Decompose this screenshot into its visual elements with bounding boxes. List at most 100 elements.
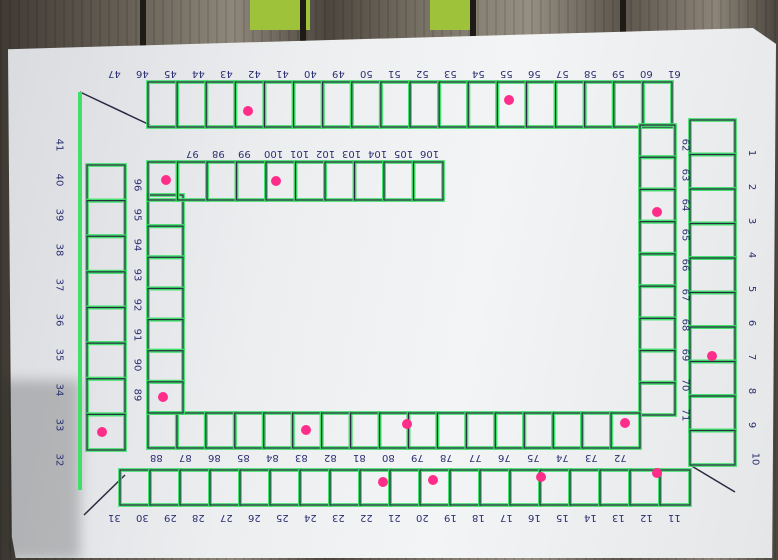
bottom-inner-cell-line bbox=[524, 413, 553, 448]
left-inner-number: 96 bbox=[131, 179, 141, 192]
right-inner-number: 65 bbox=[679, 229, 689, 242]
bottom-outer-cell-line bbox=[240, 470, 270, 505]
bottom-outer-number: 19 bbox=[444, 512, 457, 522]
right-outer-cell-line bbox=[690, 155, 735, 190]
left-outer-cell-marker bbox=[87, 379, 125, 415]
bottom-inner-cell-marker bbox=[264, 413, 293, 448]
top-row-cell-line bbox=[526, 82, 555, 127]
bottom-outer-cell-line bbox=[330, 470, 360, 505]
right-inner-number: 64 bbox=[679, 199, 689, 212]
right-outer-number: 2 bbox=[746, 184, 756, 190]
top-row-number: 53 bbox=[444, 68, 457, 78]
left-inner-cell-line bbox=[148, 320, 183, 351]
bottom-outer-number: 14 bbox=[584, 512, 597, 522]
right-inner-cell-marker bbox=[640, 351, 675, 383]
bottom-inner-cell-line bbox=[177, 413, 206, 448]
right-outer-cell-line bbox=[690, 362, 735, 397]
bottom-inner-cell-line bbox=[206, 413, 235, 448]
right-outer-cell-marker bbox=[690, 189, 735, 224]
top-row-cell-line bbox=[264, 82, 293, 127]
right-outer-cell-line bbox=[690, 431, 735, 466]
pink-dot-4 bbox=[271, 176, 281, 186]
left-inner-number: 89 bbox=[131, 389, 141, 402]
right-inner-cell-marker bbox=[640, 286, 675, 318]
top-row-cell-line bbox=[497, 82, 526, 127]
right-inner-cell-line bbox=[640, 286, 675, 318]
left-inner-cell-line bbox=[148, 351, 183, 382]
top-row-number: 45 bbox=[164, 68, 177, 78]
bottom-outer-cell-marker bbox=[210, 470, 240, 505]
left-inner-cell-marker bbox=[148, 257, 183, 288]
bottom-inner-number: 77 bbox=[469, 452, 482, 462]
right-outer-number: 9 bbox=[746, 422, 756, 428]
bottom-inner-number: 88 bbox=[150, 452, 163, 462]
left-outer-cell-line bbox=[87, 236, 125, 272]
right-inner-number: 69 bbox=[679, 349, 689, 362]
left-outer-number: 41 bbox=[53, 139, 63, 152]
right-inner-cell-marker bbox=[640, 157, 675, 189]
right-outer-cell-line bbox=[690, 120, 735, 155]
bottom-outer-number: 31 bbox=[108, 512, 121, 522]
bottom-inner-number: 82 bbox=[324, 452, 337, 462]
right-outer-cell-marker bbox=[690, 293, 735, 328]
pink-dot-3 bbox=[161, 175, 171, 185]
top-row-number: 52 bbox=[416, 68, 429, 78]
bottom-inner-cell-line bbox=[380, 413, 409, 448]
inner-top-number: 104 bbox=[368, 148, 387, 158]
bottom-outer-cell-marker bbox=[450, 470, 480, 505]
bottom-inner-number: 80 bbox=[382, 452, 395, 462]
right-outer-cell-marker bbox=[690, 224, 735, 259]
bottom-inner-cell-line bbox=[235, 413, 264, 448]
top-row-cell-marker bbox=[323, 82, 352, 127]
top-row-cell-marker bbox=[585, 82, 614, 127]
pink-dot-5 bbox=[652, 207, 662, 217]
top-row-cell-marker bbox=[235, 82, 264, 127]
top-row-number: 50 bbox=[360, 68, 373, 78]
left-outer-cell-line bbox=[87, 308, 125, 344]
left-inner-number: 93 bbox=[131, 269, 141, 282]
right-inner-number: 67 bbox=[679, 289, 689, 302]
top-row-number: 56 bbox=[528, 68, 541, 78]
left-inner-cell-marker bbox=[148, 351, 183, 382]
bottom-inner-cell-marker bbox=[380, 413, 409, 448]
bottom-inner-cell-marker bbox=[177, 413, 206, 448]
top-row-cell-marker bbox=[381, 82, 410, 127]
inner-top-cell-line bbox=[414, 162, 444, 200]
bottom-inner-cell-line bbox=[322, 413, 351, 448]
pink-dot-15 bbox=[652, 468, 662, 478]
bottom-outer-number: 11 bbox=[668, 512, 681, 522]
left-inner-number: 92 bbox=[131, 299, 141, 312]
top-row-number: 46 bbox=[136, 68, 149, 78]
left-outer-number: 37 bbox=[53, 279, 63, 292]
corner-diagonal-bottom-right bbox=[690, 465, 735, 492]
top-row-number: 47 bbox=[108, 68, 121, 78]
bottom-inner-number: 74 bbox=[556, 452, 569, 462]
left-outer-cell-line bbox=[87, 379, 125, 415]
pink-dot-13 bbox=[428, 475, 438, 485]
inner-top-cell-marker bbox=[384, 162, 414, 200]
inner-top-number: 102 bbox=[316, 148, 335, 158]
right-outer-cell-line bbox=[690, 258, 735, 293]
left-inner-cell-marker bbox=[148, 320, 183, 351]
bottom-outer-number: 28 bbox=[192, 512, 205, 522]
bottom-outer-cell-line bbox=[570, 470, 600, 505]
left-inner-cell-line bbox=[148, 257, 183, 288]
top-row-number: 44 bbox=[192, 68, 205, 78]
bottom-outer-cell-line bbox=[180, 470, 210, 505]
bottom-inner-number: 86 bbox=[208, 452, 221, 462]
right-outer-number: 1 bbox=[746, 150, 756, 156]
left-outer-cell-marker bbox=[87, 236, 125, 272]
bottom-inner-cell-line bbox=[408, 413, 437, 448]
inner-top-cell-marker bbox=[414, 162, 444, 200]
bottom-inner-cell-line bbox=[495, 413, 524, 448]
top-row-cell-line bbox=[468, 82, 497, 127]
bottom-outer-cell-line bbox=[660, 470, 690, 505]
bottom-outer-number: 24 bbox=[304, 512, 317, 522]
right-outer-number: 5 bbox=[746, 286, 756, 292]
bottom-outer-number: 13 bbox=[612, 512, 625, 522]
right-outer-number: 10 bbox=[749, 453, 759, 466]
right-inner-number: 66 bbox=[679, 259, 689, 272]
bottom-outer-cell-line bbox=[150, 470, 180, 505]
bottom-outer-cell-line bbox=[210, 470, 240, 505]
left-inner-number: 91 bbox=[131, 329, 141, 342]
